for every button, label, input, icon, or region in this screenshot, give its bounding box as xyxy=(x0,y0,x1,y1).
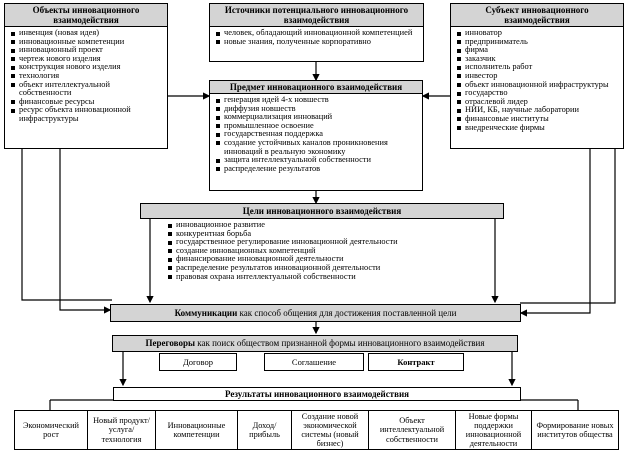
list-item: защита интеллектуальной собственности xyxy=(216,156,419,165)
result-income: Доход/ прибыль xyxy=(237,410,292,450)
list-item: НИИ, КБ, научные лаборатории xyxy=(457,106,620,115)
list-item: инновационное развитие xyxy=(168,220,468,230)
result-new-product: Новый продукт/ услуга/ технология xyxy=(87,410,156,450)
subject-box: Субъект инновационного взаимодействия ин… xyxy=(450,3,624,149)
predmet-title: Предмет инновационного взаимодействия xyxy=(210,81,422,94)
result-label: Новые формы поддержки инновационной деят… xyxy=(465,411,522,449)
list-item: государство xyxy=(457,89,620,98)
sources-list: человек, обладающий инновационной компет… xyxy=(210,27,423,47)
form-soglashenie-label: Соглашение xyxy=(291,357,337,367)
list-item: генерация идей 4-х новшеств xyxy=(216,95,419,105)
list-item: новые знания, полученные корпоративно xyxy=(216,37,420,47)
list-item: фирма xyxy=(457,46,620,55)
list-item: государственное регулирование инновацион… xyxy=(168,238,468,247)
list-item: финансирование инновационной деятельност… xyxy=(168,255,468,264)
list-item: распределение результатов инновационной … xyxy=(168,263,468,273)
list-item: инноватор xyxy=(457,28,620,38)
result-new-system: Создание новой экономической системы (но… xyxy=(291,410,369,450)
form-dogovor-label: Договор xyxy=(182,357,214,367)
negotiation-bold: Переговоры xyxy=(145,338,195,348)
goals-title-text: Цели инновационного взаимодействия xyxy=(242,206,402,216)
result-label: Создание новой экономической системы (но… xyxy=(301,411,359,449)
list-item: внедренческие фирмы xyxy=(457,123,620,133)
result-competences: Инновационные компетенции xyxy=(155,410,238,450)
form-kontrakt: Контракт xyxy=(368,353,464,371)
form-kontrakt-label: Контракт xyxy=(397,357,435,367)
result-label: Инновационные компетенции xyxy=(167,420,226,439)
list-item: промышленное освоение xyxy=(216,121,419,131)
result-label: Формирование новых институтов общества xyxy=(536,420,614,439)
result-label: Объект интеллектуальной собственности xyxy=(379,416,445,444)
list-item: инвенция (новая идея) xyxy=(11,28,164,38)
result-ip-object: Объект интеллектуальной собственности xyxy=(368,410,456,450)
sources-title: Источники потенциального инновационного … xyxy=(210,4,423,27)
result-label: Доход/ прибыль xyxy=(249,420,280,439)
sources-box: Источники потенциального инновационного … xyxy=(209,3,424,62)
list-item: государственная поддержка xyxy=(216,130,419,139)
list-item: конструкция нового изделия xyxy=(11,63,164,72)
list-item: финансовые ресурсы xyxy=(11,97,164,107)
list-item: заказчик xyxy=(457,54,620,64)
communication-bold: Коммуникации xyxy=(174,308,238,318)
list-item: чертеж нового изделия xyxy=(11,54,164,64)
list-item: предприниматель xyxy=(457,37,620,47)
list-item: распределение результатов xyxy=(216,164,419,174)
result-economic-growth: Экономический рост xyxy=(14,410,88,450)
list-item: диффузия новшеств xyxy=(216,104,419,114)
result-label: Новый продукт/ услуга/ технология xyxy=(93,416,150,444)
list-item: финансовые институты xyxy=(457,114,620,124)
list-item: ресурс объекта инновационной инфраструкт… xyxy=(11,105,164,123)
form-dogovor: Договор xyxy=(159,353,237,371)
results-title: Результаты инновационного взаимодействия xyxy=(113,387,521,401)
list-item: конкурентная борьба xyxy=(168,229,468,239)
negotiation-bar: Переговоры как поиск обществом признанно… xyxy=(112,335,518,352)
list-item: правовая охрана интеллектуальной собстве… xyxy=(168,272,468,282)
list-item: отраслевой лидер xyxy=(457,97,620,107)
list-item: исполнитель работ xyxy=(457,63,620,72)
goals-title: Цели инновационного взаимодействия xyxy=(140,203,504,219)
list-item: объект инновационной инфраструктуры xyxy=(457,80,620,90)
list-item: коммерциализация инноваций xyxy=(216,113,419,122)
list-item: создание устойчивых каналов проникновени… xyxy=(216,138,419,156)
list-item: человек, обладающий инновационной компет… xyxy=(216,28,420,38)
list-item: технология xyxy=(11,71,164,81)
result-support-forms: Новые формы поддержки инновационной деят… xyxy=(455,410,532,450)
predmet-box: Предмет инновационного взаимодействия ге… xyxy=(209,80,423,191)
objects-title: Объекты инновационного взаимодействия xyxy=(5,4,167,27)
objects-box: Объекты инновационного взаимодействия ин… xyxy=(4,3,168,149)
form-soglashenie: Соглашение xyxy=(264,353,364,371)
list-item: создание инновационных компетенций xyxy=(168,246,468,256)
communication-bar: Коммуникации как способ общения для дост… xyxy=(110,304,521,322)
subject-list: инноватор предприниматель фирма заказчик… xyxy=(451,27,623,133)
subject-title: Субъект инновационного взаимодействия xyxy=(451,4,623,27)
list-item: инновационные компетенции xyxy=(11,37,164,47)
list-item: инвестор xyxy=(457,71,620,81)
negotiation-text: как поиск обществом признанной формы инн… xyxy=(194,338,485,348)
list-item: объект интеллектуальной собственности xyxy=(11,80,164,98)
results-title-text: Результаты инновационного взаимодействия xyxy=(224,389,410,399)
objects-list: инвенция (новая идея) инновационные комп… xyxy=(5,27,167,125)
result-institutions: Формирование новых институтов общества xyxy=(531,410,619,450)
list-item: инновационный проект xyxy=(11,46,164,55)
goals-list: инновационное развитие конкурентная борь… xyxy=(168,220,468,282)
predmet-list: генерация идей 4-х новшеств диффузия нов… xyxy=(210,94,422,174)
communication-text: как способ общения для достижения постав… xyxy=(237,308,457,318)
result-label: Экономический рост xyxy=(22,420,79,439)
